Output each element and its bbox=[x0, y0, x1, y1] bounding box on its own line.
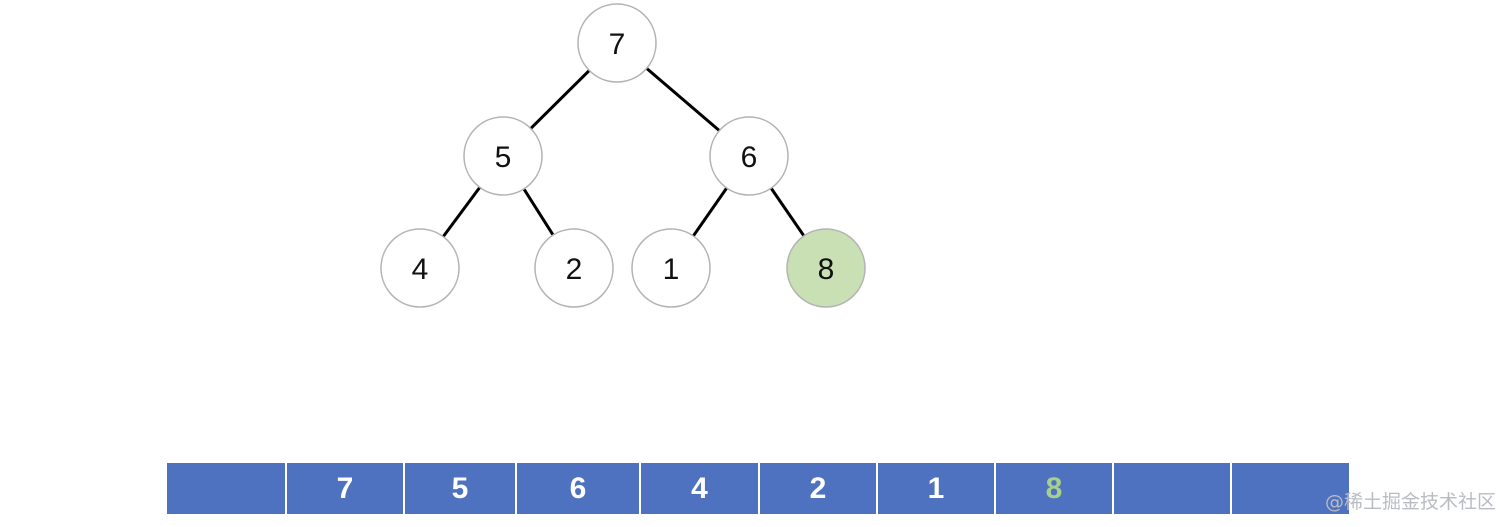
tree-node-circle bbox=[786, 228, 866, 308]
array-cell-0 bbox=[167, 463, 285, 514]
tree-node-value: 2 bbox=[566, 253, 583, 286]
tree-edge-n1-n4 bbox=[522, 188, 555, 236]
tree-node-2: 2 bbox=[534, 228, 614, 308]
array-cell-4: 4 bbox=[639, 463, 758, 514]
array-cell-6: 1 bbox=[876, 463, 994, 514]
tree-node-value: 7 bbox=[609, 28, 626, 61]
tree-edge-n0-n2 bbox=[645, 67, 721, 132]
array-cell-7: 8 bbox=[994, 463, 1112, 514]
tree-node-circle bbox=[577, 3, 657, 83]
tree-node-8: 8 bbox=[786, 228, 866, 308]
array-cell-5: 2 bbox=[758, 463, 876, 514]
tree-nodes: 7 5 6 4 2 1 8 bbox=[380, 3, 866, 308]
tree-node-circle bbox=[534, 228, 614, 308]
watermark: @稀土掘金技术社区 bbox=[1324, 491, 1496, 513]
tree-node-value: 1 bbox=[663, 253, 680, 286]
array-cell-9 bbox=[1230, 463, 1349, 514]
tree-node-4: 4 bbox=[380, 228, 460, 308]
tree-node-circle bbox=[631, 228, 711, 308]
array-cell-1: 7 bbox=[285, 463, 403, 514]
tree-node-circle bbox=[380, 228, 460, 308]
tree-edge-n1-n3 bbox=[442, 186, 481, 238]
tree-node-circle bbox=[463, 116, 543, 196]
tree-node-1: 1 bbox=[631, 228, 711, 308]
array-cell-2: 5 bbox=[403, 463, 515, 514]
tree-node-value: 8 bbox=[818, 253, 835, 286]
array-cell-3: 6 bbox=[515, 463, 639, 514]
tree-node-circle bbox=[709, 116, 789, 196]
tree-edge-n0-n1 bbox=[529, 69, 591, 130]
tree-node-value: 4 bbox=[412, 253, 429, 286]
tree-node-5: 5 bbox=[463, 116, 543, 196]
tree-node-7: 7 bbox=[577, 3, 657, 83]
tree-edge-n2-n5 bbox=[692, 187, 728, 237]
tree-node-value: 6 bbox=[741, 141, 758, 174]
tree-edge-n2-n6 bbox=[769, 187, 806, 237]
array-cell-8 bbox=[1112, 463, 1230, 514]
tree-node-6: 6 bbox=[709, 116, 789, 196]
tree-node-value: 5 bbox=[495, 141, 512, 174]
tree-edges bbox=[442, 67, 806, 238]
